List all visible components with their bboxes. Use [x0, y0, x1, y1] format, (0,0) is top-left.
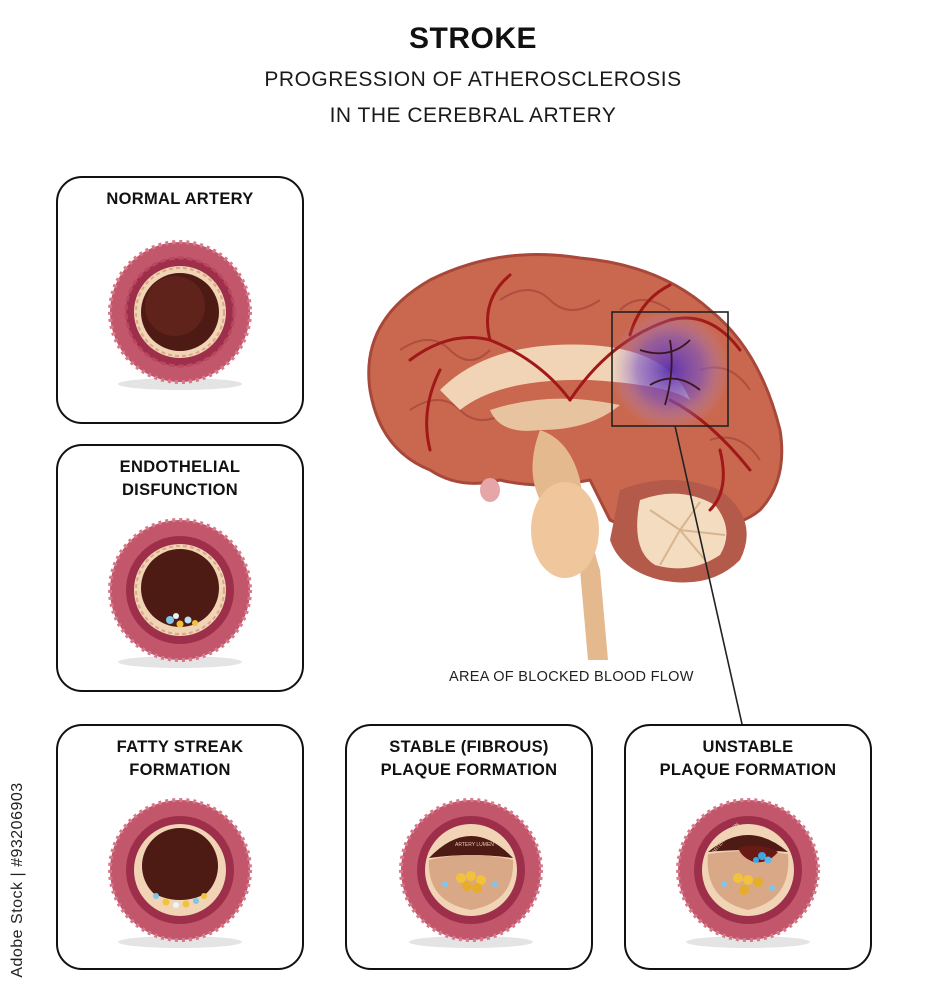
panel-label-line2: DISFUNCTION	[121, 481, 239, 499]
panel-label: FATTY STREAK FORMATION	[58, 736, 302, 782]
panel-fatty-streak: FATTY STREAK FORMATION	[56, 724, 304, 970]
stock-id-text: Adobe Stock | #93206903	[9, 782, 26, 978]
panel-label: UNSTABLE PLAQUE FORMATION	[626, 736, 870, 782]
panel-label: STABLE (FIBROUS) PLAQUE FORMATION	[347, 736, 591, 782]
panel-stable-plaque: STABLE (FIBROUS) PLAQUE FORMATION ARTERY…	[345, 724, 593, 970]
artery-lumen-label: ARTERY LUMEN	[455, 842, 494, 848]
stock-id-watermark: Adobe Stock | #93206903	[8, 770, 28, 990]
panel-label-line2: FORMATION	[129, 761, 231, 779]
blocked-blood-flow-area	[610, 310, 730, 430]
panel-label-line1: UNSTABLE	[702, 738, 794, 756]
panel-unstable-plaque: UNSTABLE PLAQUE FORMATION ARTERY LUMEN	[624, 724, 872, 970]
brain-sagittal-illustration	[367, 253, 784, 660]
artery-cross-section-normal	[108, 240, 252, 390]
panel-label-line1: FATTY STREAK	[116, 738, 244, 756]
panel-label: ENDOTHELIAL DISFUNCTION	[58, 456, 302, 502]
panel-label-line1: STABLE (FIBROUS)	[389, 738, 549, 756]
page-title: STROKE	[408, 22, 537, 55]
panel-endothelial-disfunction: ENDOTHELIAL DISFUNCTION	[56, 444, 304, 692]
panel-normal-artery: NORMAL ARTERY	[56, 176, 304, 424]
panel-label: NORMAL ARTERY	[58, 188, 302, 211]
blocked-blood-flow-caption: AREA OF BLOCKED BLOOD FLOW	[449, 669, 694, 685]
panel-label-line1: NORMAL ARTERY	[106, 190, 254, 208]
page-subtitle-line2: IN THE CEREBRAL ARTERY	[329, 104, 617, 127]
artery-cross-section-stable-plaque: ARTERY LUMEN	[399, 798, 543, 948]
panel-label-line2: PLAQUE FORMATION	[380, 761, 558, 779]
artery-cross-section-unstable-plaque: ARTERY LUMEN	[676, 798, 820, 948]
artery-cross-section-fatty-streak	[108, 798, 252, 948]
panel-label-line2: PLAQUE FORMATION	[659, 761, 837, 779]
page-subtitle-line1: PROGRESSION OF ATHEROSCLEROSIS	[264, 68, 682, 91]
blocked-area-highlight-box	[611, 311, 729, 427]
panel-label-line1: ENDOTHELIAL	[119, 458, 241, 476]
artery-cross-section-endothelial	[108, 518, 252, 668]
